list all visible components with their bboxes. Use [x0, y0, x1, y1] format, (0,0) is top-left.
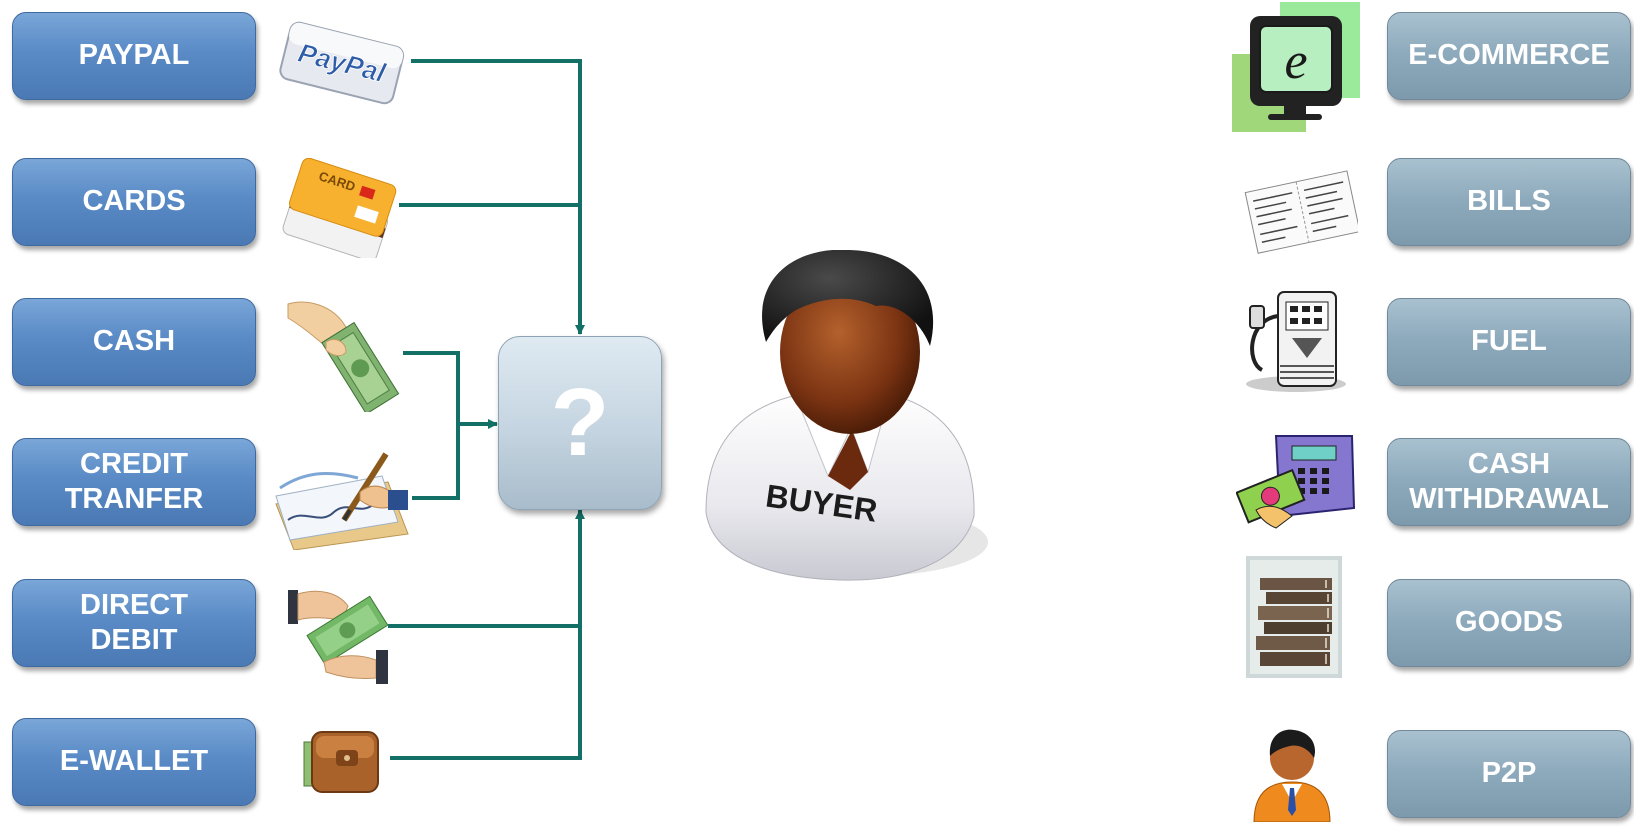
- use-case-e-commerce: E-COMMERCE: [1387, 12, 1631, 100]
- payment-method-label: CASH: [92, 325, 176, 358]
- use-case-label: P2P: [1481, 757, 1537, 790]
- payment-method-cash: CASH: [12, 298, 256, 386]
- use-case-p2p: P2P: [1387, 730, 1631, 818]
- paypal-connector: [411, 59, 585, 335]
- payment-method-cards: CARDS: [12, 158, 256, 246]
- payment-method-credit-transfer: CREDIT TRANFER: [12, 438, 256, 526]
- use-case-label: BILLS: [1467, 185, 1551, 218]
- payment-method-label-line2: DEBIT: [90, 624, 178, 656]
- payment-method-direct-debit: DIRECT DEBIT: [12, 579, 256, 667]
- use-case-label: GOODS: [1455, 606, 1563, 639]
- hand-with-cash-icon: [287, 301, 400, 412]
- payment-method-label: E-WALLET: [59, 745, 209, 778]
- payment-method-label: PAYPAL: [78, 39, 190, 72]
- e-monitor-icon: e: [1232, 2, 1360, 132]
- signing-check-icon: [275, 452, 409, 550]
- question-mark: ?: [550, 369, 610, 476]
- use-case-label-line1: CASH: [1467, 447, 1551, 480]
- cash-connector: [403, 351, 460, 500]
- svg-text:e: e: [1284, 33, 1307, 90]
- bill-papers-icon: [1244, 170, 1358, 254]
- e-wallet-connector: [390, 509, 585, 760]
- use-case-fuel: FUEL: [1387, 298, 1631, 386]
- buyer-person-icon: BUYER: [705, 250, 988, 581]
- payment-method-label-line1: DIRECT: [80, 588, 188, 621]
- wallet-icon: [303, 731, 379, 793]
- payment-method-e-wallet: E-WALLET: [12, 718, 256, 806]
- use-case-label: FUEL: [1471, 325, 1547, 358]
- person-icon: [1253, 729, 1331, 822]
- books-icon: [1246, 556, 1342, 678]
- atm-icon: [1236, 435, 1356, 529]
- use-case-goods: GOODS: [1387, 579, 1631, 667]
- fuel-pump-icon: [1246, 291, 1346, 392]
- paypal-card-icon: PayPal: [279, 21, 405, 105]
- use-case-label: E-COMMERCE: [1408, 39, 1610, 72]
- credit-cards-icon: CARD: [282, 158, 397, 258]
- payment-method-paypal: PAYPAL: [12, 12, 256, 100]
- unknown-payment-box: ?: [498, 336, 662, 510]
- use-case-bills: BILLS: [1387, 158, 1631, 246]
- payment-method-label-line1: CREDIT: [80, 447, 188, 480]
- money-handover-icon: [288, 590, 389, 684]
- use-case-label-line2: WITHDRAWAL: [1409, 483, 1609, 515]
- payment-method-label: CARDS: [82, 185, 186, 218]
- use-case-cash-withdrawal: CASH WITHDRAWAL: [1387, 438, 1631, 526]
- payment-method-label-line2: TRANFER: [64, 483, 204, 515]
